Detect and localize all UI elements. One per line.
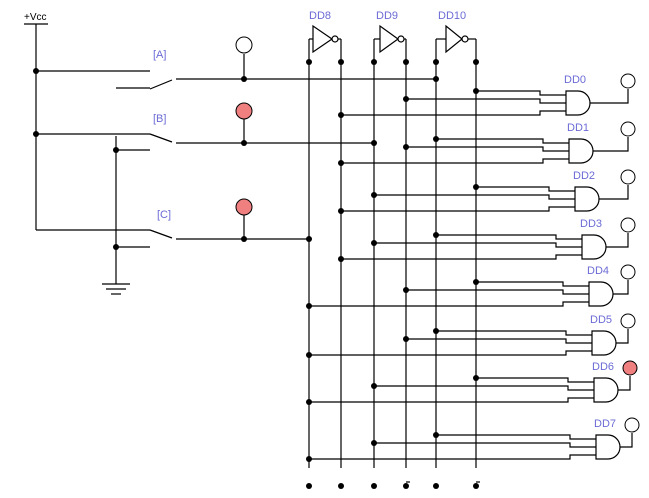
junction-dot (33, 68, 39, 74)
junction-dot (371, 440, 377, 446)
junction-dot (473, 88, 479, 94)
junction-dot (306, 303, 312, 309)
and-gate-6-label: DD6 (592, 361, 614, 373)
junction-dot (403, 336, 409, 342)
and-gate-6 (309, 360, 638, 403)
and-gate-2-label: DD2 (573, 170, 595, 182)
junction-dot (338, 256, 344, 262)
junction-dot (306, 483, 312, 489)
junction-dot (433, 59, 439, 65)
and-gate-5 (309, 313, 636, 356)
inverter-dd8-label: DD8 (309, 10, 331, 22)
and-gate-0-label: DD0 (564, 74, 586, 86)
junction-dot (403, 96, 409, 102)
and-gate-4 (309, 264, 636, 307)
junction-dot (371, 240, 377, 246)
junction-dot (371, 383, 377, 389)
junction-dot (433, 432, 439, 438)
inverter-dd9: DD9 (376, 10, 407, 468)
junction-dot (433, 136, 439, 142)
junction-dot (371, 140, 377, 146)
junction-dot (473, 279, 479, 285)
inverter-dd8: DD8 (309, 10, 342, 468)
output-led-7 (624, 417, 640, 433)
output-led-5 (620, 313, 636, 329)
junction-dot (306, 456, 312, 462)
and-gate-1 (341, 121, 636, 164)
junction-dot (473, 59, 479, 65)
power-rail: +Vcc (24, 12, 48, 230)
inverter-dd10: DD10 (438, 10, 477, 468)
junction-dot (113, 244, 119, 250)
junction-dot (433, 483, 439, 489)
and-gate-3-label: DD3 (580, 218, 602, 230)
input-led-a (235, 36, 253, 54)
output-led-4 (620, 264, 636, 280)
output-led-0 (620, 73, 636, 89)
junction-dot (403, 144, 409, 150)
junction-dot (433, 328, 439, 334)
input-led-b (235, 102, 253, 120)
junction-dot (306, 59, 312, 65)
output-led-2 (620, 169, 636, 185)
vcc-label: +Vcc (24, 12, 47, 23)
switch-a-label: [A] (153, 49, 166, 61)
inverter-dd9-label: DD9 (376, 10, 398, 22)
junction-dot (241, 140, 247, 146)
junction-dot (371, 59, 377, 65)
junction-dot (403, 483, 409, 489)
and-gate-4-label: DD4 (587, 265, 609, 277)
output-led-3 (620, 217, 636, 233)
junction-dot (241, 236, 247, 242)
and-gate-3 (341, 217, 636, 260)
junction-dot (113, 147, 119, 153)
junction-dot (306, 352, 312, 358)
junction-dot (306, 236, 312, 242)
junction-dot (338, 208, 344, 214)
junction-dot (33, 131, 39, 137)
switch-b-label: [B] (153, 113, 166, 125)
and-gate-2 (341, 169, 636, 212)
junction-dot (338, 59, 344, 65)
junction-dot (241, 76, 247, 82)
junction-dot (338, 483, 344, 489)
junction-dot (473, 375, 479, 381)
input-led-c (235, 198, 253, 216)
switch-c[interactable]: [C] (36, 209, 309, 248)
switch-a[interactable]: [A] (36, 49, 436, 90)
output-led-6 (622, 360, 638, 376)
junction-dot (371, 192, 377, 198)
junction-dot (306, 399, 312, 405)
switch-c-label: [C] (157, 209, 171, 221)
junction-dots (33, 59, 479, 489)
junction-dot (473, 483, 479, 489)
output-led-1 (620, 121, 636, 137)
and-gate-1-label: DD1 (567, 122, 589, 134)
ground-symbol (102, 136, 130, 295)
junction-dot (403, 287, 409, 293)
switch-b[interactable]: [B] (36, 113, 374, 151)
junction-dot (433, 76, 439, 82)
and-gate-7 (309, 417, 640, 460)
and-gate-5-label: DD5 (590, 314, 612, 326)
junction-dot (338, 160, 344, 166)
and-gate-0 (341, 73, 636, 116)
and-gate-7-label: DD7 (594, 418, 616, 430)
junction-dot (473, 184, 479, 190)
junction-dot (371, 483, 377, 489)
junction-dot (433, 232, 439, 238)
junction-dot (403, 59, 409, 65)
junction-dot (338, 112, 344, 118)
inverter-dd10-label: DD10 (438, 10, 466, 22)
